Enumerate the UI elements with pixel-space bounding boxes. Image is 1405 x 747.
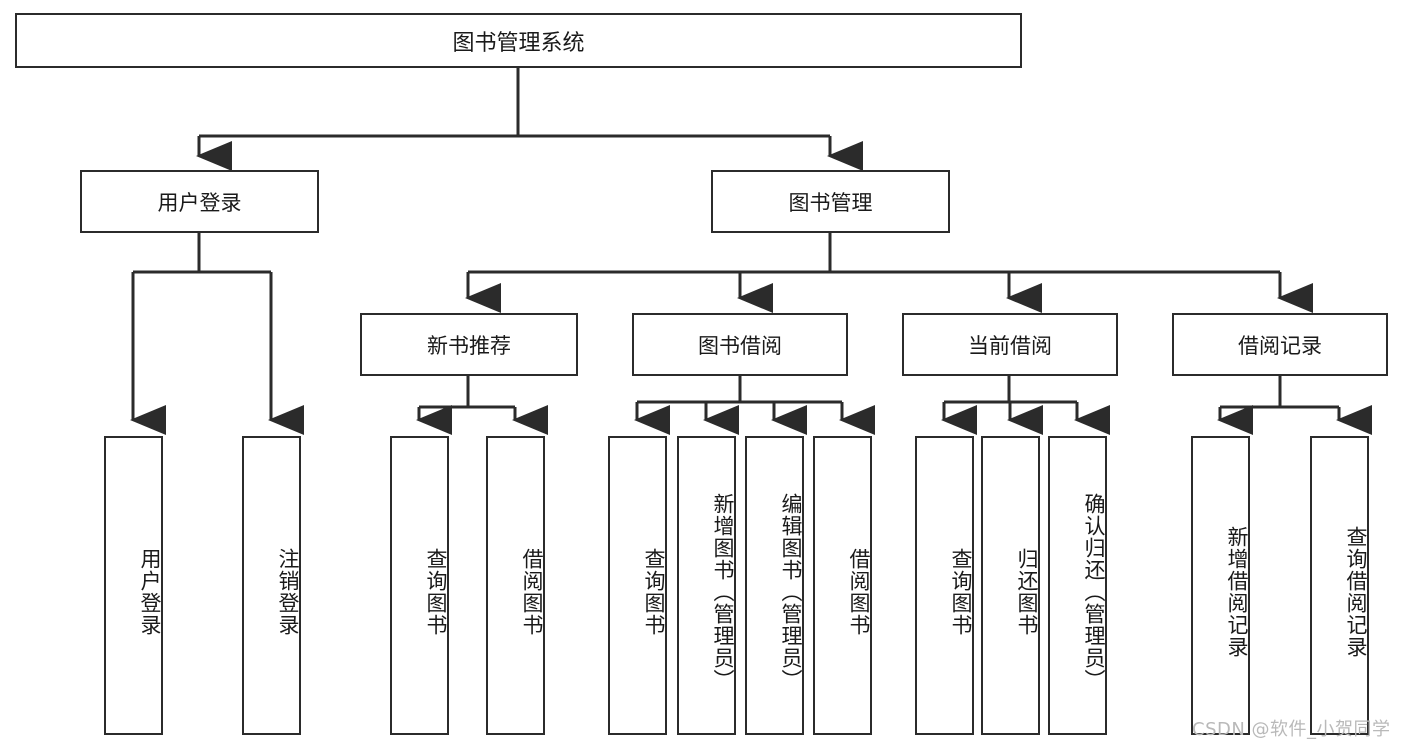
node-label: 新增图书（管理员） [711,492,735,691]
node-leaf-confirm-return[interactable]: 确认归还（管理员） [1048,436,1107,735]
node-label: 借阅图书 [847,547,871,636]
node-label: 查询图书 [424,547,448,636]
node-label: 新书推荐 [427,333,511,358]
node-label: 编辑图书（管理员） [779,492,803,691]
node-leaf-user-login[interactable]: 用户登录 [104,436,163,735]
node-leaf-query-book-2[interactable]: 查询图书 [608,436,667,735]
node-leaf-borrow-book-1[interactable]: 借阅图书 [486,436,545,735]
node-label: 图书管理系统 [452,30,585,56]
csdn-watermark: CSDN @软件_小贺同学 [1192,719,1391,740]
node-leaf-add-book[interactable]: 新增图书（管理员） [677,436,736,735]
node-label: 确认归还（管理员） [1082,492,1106,691]
node-label: 查询图书 [642,547,666,636]
node-label: 借阅图书 [520,547,544,636]
node-label: 图书管理 [788,190,873,215]
node-label: 图书借阅 [698,333,782,358]
node-label: 新增借阅记录 [1225,525,1249,658]
node-leaf-query-book-3[interactable]: 查询图书 [915,436,974,735]
node-current-borrow[interactable]: 当前借阅 [902,313,1118,376]
node-new-book-rec[interactable]: 新书推荐 [360,313,578,376]
node-leaf-add-record[interactable]: 新增借阅记录 [1191,436,1250,735]
node-leaf-query-book-1[interactable]: 查询图书 [390,436,449,735]
node-leaf-edit-book[interactable]: 编辑图书（管理员） [745,436,804,735]
node-label: 当前借阅 [968,333,1052,358]
node-label: 借阅记录 [1238,333,1322,358]
node-leaf-borrow-book-2[interactable]: 借阅图书 [813,436,872,735]
node-leaf-query-record[interactable]: 查询借阅记录 [1310,436,1369,735]
node-label: 归还图书 [1015,547,1039,636]
node-user-login[interactable]: 用户登录 [80,170,319,233]
node-book-manage[interactable]: 图书管理 [711,170,950,233]
node-borrow-record[interactable]: 借阅记录 [1172,313,1388,376]
node-label: 查询借阅记录 [1344,525,1368,658]
node-book-borrow[interactable]: 图书借阅 [632,313,848,376]
node-label: 用户登录 [138,547,162,636]
node-root-system[interactable]: 图书管理系统 [15,13,1022,68]
node-leaf-return-book[interactable]: 归还图书 [981,436,1040,735]
node-label: 用户登录 [157,190,242,215]
node-leaf-logout[interactable]: 注销登录 [242,436,301,735]
node-label: 注销登录 [276,547,300,636]
node-label: 查询图书 [949,547,973,636]
